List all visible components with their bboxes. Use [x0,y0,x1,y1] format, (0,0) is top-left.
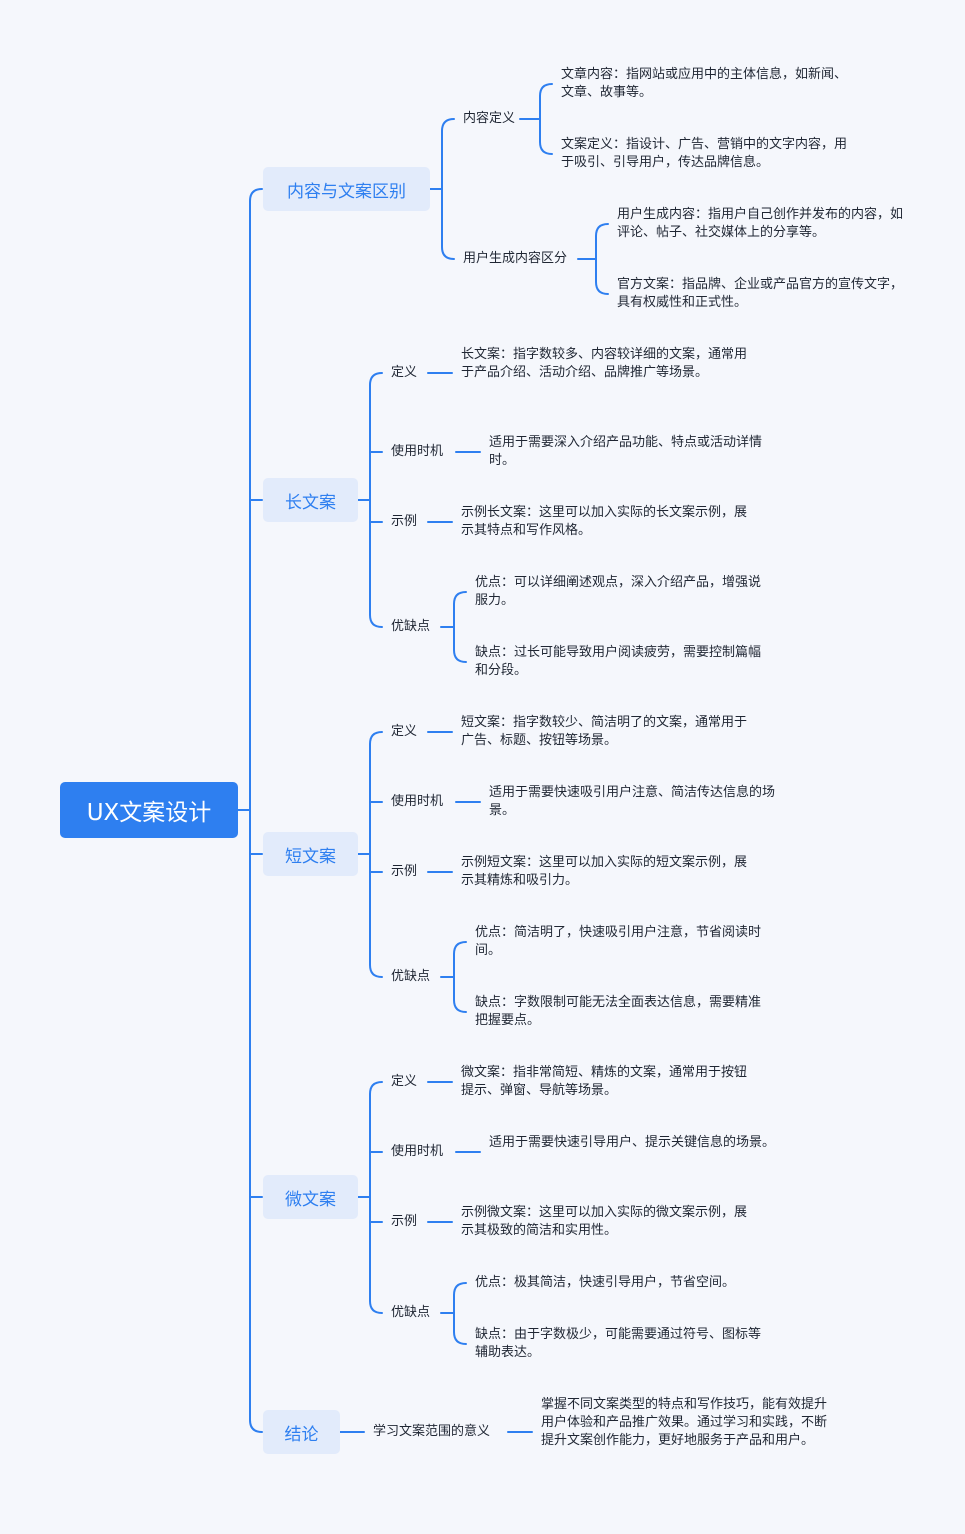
subtopic-learning-significance[interactable]: 学习文案范围的意义 [373,1424,491,1439]
leaf-long-example: 示例长文案：这里可以加入实际的长文案示例，展示其特点和写作风格。 [461,505,748,538]
label-pros-cons[interactable]: 优缺点 [391,1305,431,1320]
leaf-micro-example: 示例微文案：这里可以加入实际的微文案示例，展示其极致的简洁和实用性。 [461,1205,748,1238]
leaf-short-con: 缺点：字数限制可能无法全面表达信息，需要精准把握要点。 [475,995,762,1028]
topic-content-vs-copy[interactable]: 内容与文案区别 [263,167,430,211]
subtopic-content-definition[interactable]: 内容定义 [463,111,516,126]
leaf-short-pro: 优点：简洁明了，快速吸引用户注意，节省阅读时间。 [475,925,762,958]
leaf-micro-pro: 优点：极其简洁，快速引导用户，节省空间。 [475,1275,736,1290]
root-node[interactable]: UX文案设计 [60,782,238,838]
leaf-micro-con: 缺点：由于字数极少，可能需要通过符号、图标等辅助表达。 [475,1327,762,1360]
leaf-long-pro: 优点：可以详细阐述观点，深入介绍产品，增强说服力。 [475,575,762,608]
label-when-to-use[interactable]: 使用时机 [391,1144,444,1159]
leaf-user-generated-content: 用户生成内容：指用户自己创作并发布的内容，如评论、帖子、社交媒体上的分享等。 [617,207,904,240]
topic-long-copy[interactable]: 长文案 [263,478,358,522]
topic-micro-copy[interactable]: 微文案 [263,1175,358,1219]
label-example[interactable]: 示例 [391,514,418,529]
leaf-short-definition: 短文案：指字数较少、简洁明了的文案，通常用于广告、标题、按钮等场景。 [461,715,748,748]
label-example[interactable]: 示例 [391,1214,418,1229]
leaf-long-when: 适用于需要深入介绍产品功能、特点或活动详情时。 [489,435,763,468]
label-pros-cons[interactable]: 优缺点 [391,619,431,634]
leaf-micro-when: 适用于需要快速引导用户、提示关键信息的场景。 [489,1135,776,1150]
leaf-copy-definition: 文案定义：指设计、广告、营销中的文字内容，用于吸引、引导用户，传达品牌信息。 [561,137,848,170]
subtopic-ugc-distinction[interactable]: 用户生成内容区分 [463,251,568,266]
leaf-article-content: 文章内容：指网站或应用中的主体信息，如新闻、文章、故事等。 [561,67,848,100]
topic-short-copy[interactable]: 短文案 [263,832,358,876]
label-pros-cons[interactable]: 优缺点 [391,969,431,984]
label-definition[interactable]: 定义 [391,724,418,739]
leaf-micro-definition: 微文案：指非常简短、精炼的文案，通常用于按钮提示、弹窗、导航等场景。 [461,1065,748,1098]
topic-conclusion[interactable]: 结论 [263,1410,340,1454]
label-definition[interactable]: 定义 [391,365,418,380]
leaf-conclusion: 掌握不同文案类型的特点和写作技巧，能有效提升用户体验和产品推广效果。通过学习和实… [541,1397,828,1448]
leaf-short-example: 示例短文案：这里可以加入实际的短文案示例，展示其精炼和吸引力。 [461,855,748,888]
leaf-long-con: 缺点：过长可能导致用户阅读疲劳，需要控制篇幅和分段。 [475,645,762,678]
leaf-short-when: 适用于需要快速吸引用户注意、简洁传达信息的场景。 [489,785,776,818]
label-example[interactable]: 示例 [391,864,418,879]
label-definition[interactable]: 定义 [391,1074,418,1089]
label-when-to-use[interactable]: 使用时机 [391,444,444,459]
leaf-official-copy: 官方文案：指品牌、企业或产品官方的宣传文字，具有权威性和正式性。 [617,277,904,310]
label-when-to-use[interactable]: 使用时机 [391,794,444,809]
leaf-long-definition: 长文案：指字数较多、内容较详细的文案，通常用于产品介绍、活动介绍、品牌推广等场景… [461,347,748,380]
